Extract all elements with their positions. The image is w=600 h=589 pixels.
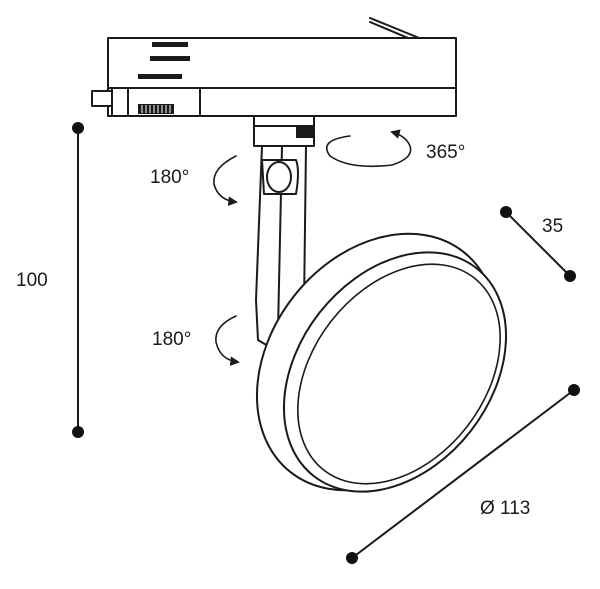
lower-tilt-arrow [215,315,240,366]
track-adapter [91,17,457,117]
swivel-collar [253,115,315,147]
upper-tilt-arrow [213,155,238,206]
lower-tilt-label: 180° [152,329,191,350]
depth-dimension-start [500,206,512,218]
upper-tilt-label: 180° [150,167,189,188]
dimension-depth [500,206,576,282]
head-lens-edge [297,263,501,485]
diameter-dimension-start [568,384,580,396]
locking-wheel [138,104,174,114]
diameter-label: Ø 113 [480,498,530,519]
depth-dimension-line [505,211,571,277]
feed-wire [369,17,425,41]
dimension-diameter [346,384,580,564]
height-dimension-end [72,426,84,438]
height-label: 100 [16,270,48,291]
height-dimension-start [72,122,84,134]
contact-slot-1 [152,42,188,47]
depth-dimension-end [564,270,576,282]
adapter-side-notch [91,90,113,107]
adapter-end-cap [111,87,129,117]
diameter-dimension-end [346,552,358,564]
depth-label: 35 [542,216,563,237]
rotation-label: 365° [426,142,465,163]
collar-clip [296,126,314,138]
rotation-arrows [213,129,412,366]
diameter-dimension-line [351,389,575,559]
collar-body [253,115,315,147]
contact-slot-2 [150,56,190,61]
contact-slot-3 [138,74,182,79]
lamp-head [255,232,508,493]
dimension-height [72,122,84,438]
swivel-rotation-arrow [325,129,412,168]
upper-pivot [266,161,292,193]
